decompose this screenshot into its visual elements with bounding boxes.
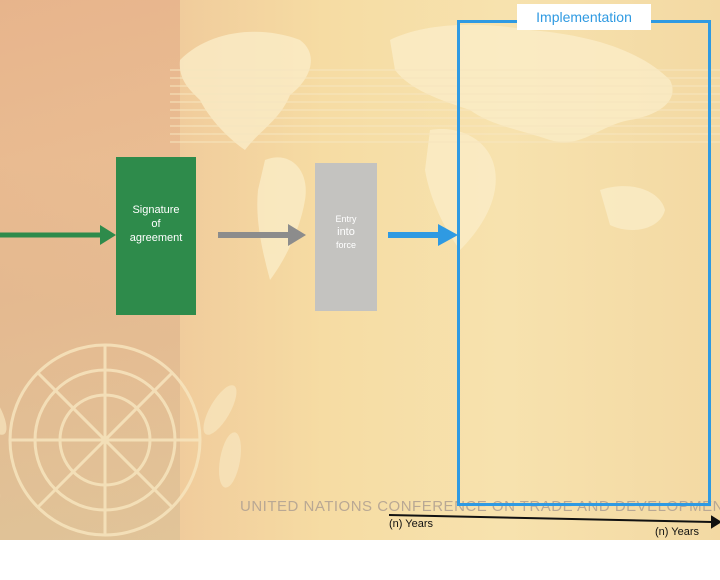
stage-signature-line-3: agreement (129, 232, 183, 244)
timeline-label-start: (n) Years (389, 518, 434, 530)
timeline-line (388, 514, 720, 529)
stage-entry-box: Entry into force (315, 163, 377, 311)
stage-entry-line-2: into (337, 225, 355, 238)
stage-signature-line-2: of (151, 218, 161, 230)
arrow-to-implementation (388, 224, 458, 246)
timeline-label-end: (n) Years (655, 526, 700, 538)
stage-signature-box: Signature of agreement (116, 157, 196, 315)
arrow-to-entry (218, 224, 306, 246)
stage-entry-line-3: force (335, 239, 356, 250)
arrow-to-signature (0, 225, 116, 245)
world-map-watermark (170, 24, 720, 280)
un-emblem-watermark (0, 343, 241, 538)
footer-organization-name: UNITED NATIONS CONFERENCE ON TRADE AND D… (240, 498, 720, 515)
stage-entry-line-1: Entry (335, 213, 357, 224)
stage-signature-line-1: Signature (132, 204, 180, 216)
implementation-label: Implementation (517, 4, 651, 30)
flow-arrows (0, 224, 720, 529)
implementation-frame (457, 20, 711, 506)
